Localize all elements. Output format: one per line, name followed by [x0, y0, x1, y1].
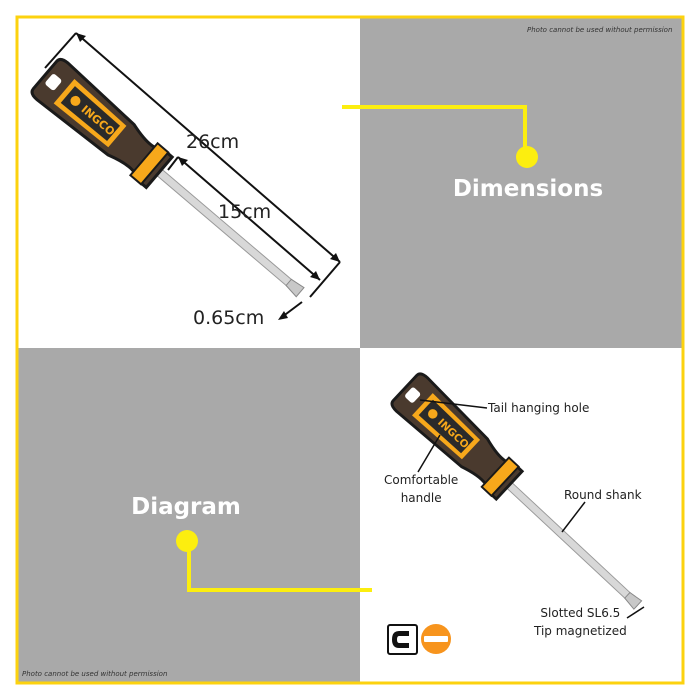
tip-label: Slotted SL6.5 Tip magnetized: [534, 604, 627, 640]
dimensions-panel: [360, 16, 684, 348]
watermark-top: Photo cannot be used without permission: [527, 26, 673, 34]
shank-label: Round shank: [564, 488, 642, 502]
diagram-title: Diagram: [131, 494, 241, 520]
arrowheads: [76, 33, 340, 320]
tip-label-line2: Tip magnetized: [534, 624, 627, 638]
tail-hole-label: Tail hanging hole: [488, 401, 590, 415]
tip-label-line1: Slotted SL6.5: [540, 606, 621, 620]
dimensions-connector: [342, 105, 527, 157]
screwdriver-dimensions-image: INGCO: [27, 55, 318, 312]
slotted-tip-icon: [421, 624, 451, 654]
total-length-label: 26cm: [186, 131, 240, 153]
callout-lines: [417, 399, 645, 619]
handle-label-line1: Comfortable: [384, 473, 459, 487]
frame-border: [15, 15, 685, 685]
handle-label: Comfortable handle: [384, 471, 458, 507]
diagram-connector: [187, 541, 372, 592]
tip-width-label: 0.65cm: [193, 307, 265, 329]
handle-label-line2: handle: [400, 491, 442, 505]
watermark-bottom: Photo cannot be used without permission: [22, 670, 168, 678]
dimension-lines: [44, 32, 341, 318]
shank-length-label: 15cm: [218, 201, 272, 223]
dimensions-title: Dimensions: [452, 176, 604, 202]
diagram-dot: [176, 530, 198, 552]
dimensions-dot: [516, 146, 538, 168]
diagram-panel: [16, 348, 360, 684]
screwdriver-diagram-image: INGCO: [388, 369, 655, 624]
magnet-icon: [387, 624, 418, 655]
